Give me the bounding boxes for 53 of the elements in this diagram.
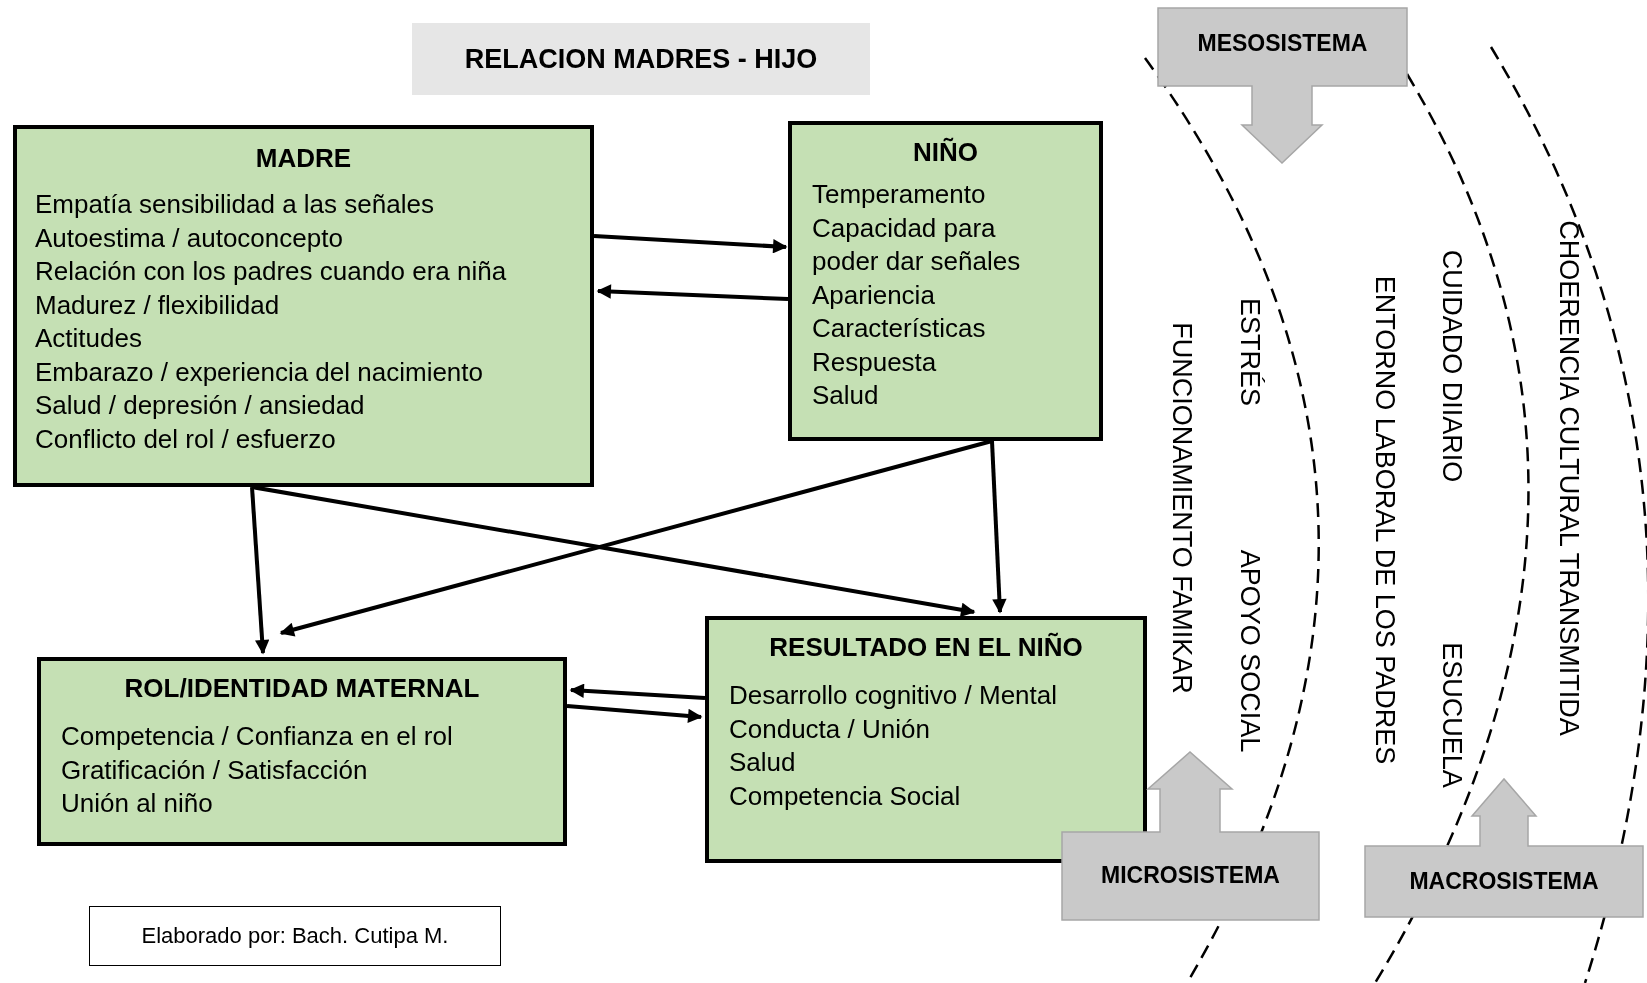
vertical-label: ESUCUELA <box>1437 642 1465 788</box>
arrow <box>990 440 1007 614</box>
list-item: Embarazo / experiencia del nacimiento <box>35 355 485 389</box>
mother-box <box>13 125 594 487</box>
child-outcome-box <box>705 616 1147 863</box>
title: RELACION MADRES - HIJO <box>412 23 870 95</box>
vertical-label: ESTRÉS <box>1235 298 1263 406</box>
list-item: Conflicto del rol / esfuerzo <box>35 422 337 456</box>
credit-box <box>89 906 501 966</box>
list-item: Competencia Social <box>729 779 962 813</box>
list-item: Actitudes <box>35 322 143 355</box>
list-item: Autoestima / autoconcepto <box>35 221 344 255</box>
list-item: Gratificación / Satisfacción <box>61 753 369 787</box>
vertical-label: CHOERENCIA CULTURAL TRANSMITIDA <box>1554 220 1582 736</box>
list-item: Características <box>812 312 987 345</box>
callout-label: MACROSISTEMA <box>1408 868 1600 895</box>
box-heading: ROL/IDENTIDAD MATERNAL <box>123 673 481 704</box>
child-box <box>788 121 1103 441</box>
list-item: Madurez / flexibilidad <box>35 288 281 322</box>
callout-arrow-box <box>1158 8 1407 163</box>
box-heading: RESULTADO EN EL NIÑO <box>768 632 1084 663</box>
maternal-role-box <box>37 657 567 846</box>
list-item: poder dar señales <box>812 245 1022 278</box>
list-item: Relación con los padres cuando era niña <box>35 255 508 288</box>
list-item: Conducta / Unión <box>729 712 931 746</box>
list-item: Respuesta <box>812 345 938 379</box>
box-heading: NIÑO <box>912 137 979 168</box>
callout-label: MICROSISTEMA <box>1100 862 1281 889</box>
arrow <box>569 683 706 700</box>
box-heading: MADRE <box>254 143 353 174</box>
list-item: Empatía sensibilidad a las señales <box>35 188 435 221</box>
vertical-label: CUIDADO DIIARIO <box>1437 249 1465 483</box>
list-item: Unión al niño <box>61 787 214 820</box>
list-item: Desarrollo cognitivo / Mental <box>729 679 1059 712</box>
list-item: Salud <box>729 746 797 779</box>
vertical-label: APOYO SOCIAL <box>1235 549 1263 753</box>
vertical-label: ENTORNO LABORAL DE LOS PADRES <box>1370 275 1398 765</box>
callout-label: MESOSISTEMA <box>1196 30 1369 57</box>
list-item: Apariencia <box>812 278 936 312</box>
list-item: Salud <box>812 379 880 412</box>
list-item: Capacidad para <box>812 211 997 245</box>
arrow <box>279 439 993 637</box>
arrow <box>596 284 789 301</box>
arrow <box>251 485 976 617</box>
credit-text: Elaborado por: Bach. Cutipa M. <box>141 923 449 949</box>
list-item: Competencia / Confianza en el rol <box>61 720 454 753</box>
arrow <box>250 486 270 655</box>
arrow <box>566 704 703 724</box>
arrow <box>593 234 788 254</box>
list-item: Temperamento <box>812 178 987 211</box>
vertical-label: FUNCIONAMIENTO FAMIKAR <box>1167 322 1195 694</box>
list-item: Salud / depresión / ansiedad <box>35 389 366 422</box>
callout-arrow-box <box>1062 752 1319 920</box>
